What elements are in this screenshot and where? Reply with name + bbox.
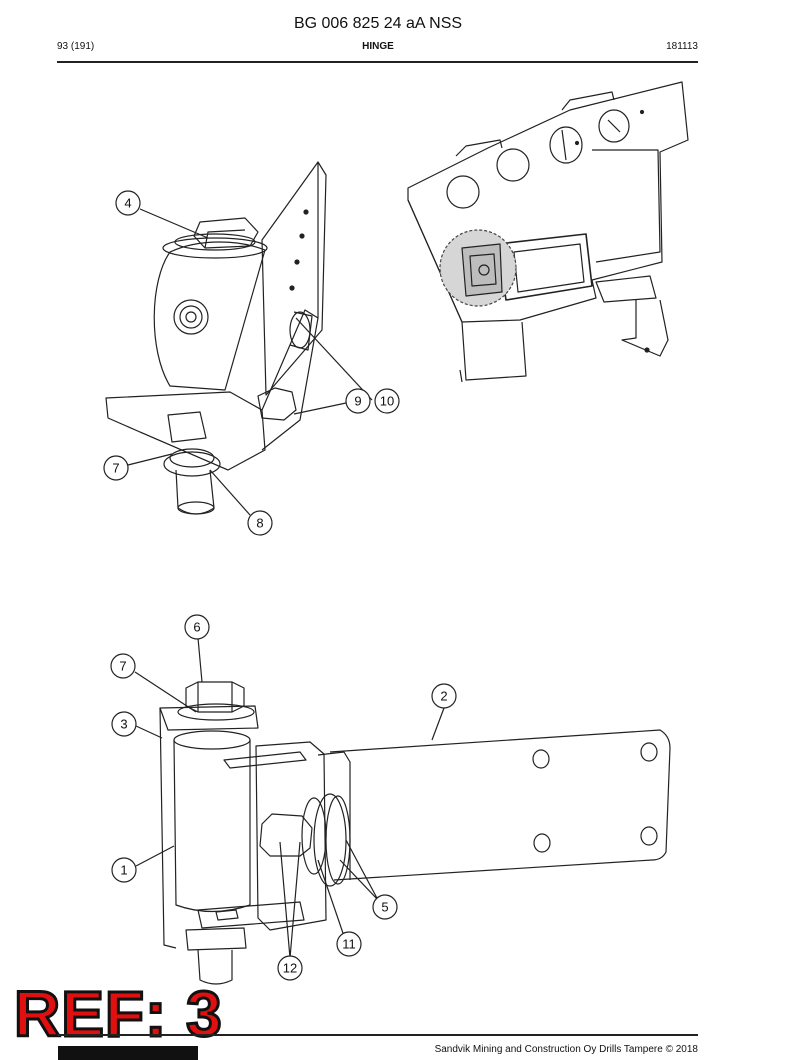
header-divider	[57, 61, 698, 63]
copyright-text: Sandvik Mining and Construction Oy Drill…	[434, 1044, 698, 1055]
footer-divider	[57, 1034, 698, 1036]
callout-label: 10	[380, 394, 394, 409]
callout-label: 6	[193, 620, 200, 635]
section-title: HINGE	[362, 41, 394, 52]
callout-label: 12	[283, 961, 297, 976]
brand-logo	[58, 1046, 198, 1060]
callout-label: 7	[119, 659, 126, 674]
callout-label: 1	[120, 863, 127, 878]
callouts-top: 4 9 10 7 8	[103, 190, 400, 536]
revision-code: 181113	[666, 41, 698, 52]
panel-view-top-right	[407, 81, 689, 383]
document-number: BG 006 825 24 aA NSS	[293, 15, 463, 32]
reference-stamp: REF: 3	[13, 978, 224, 1050]
callouts-bottom: 6 7 3 2 1 5 11 12	[110, 614, 457, 981]
callout-label: 7	[112, 461, 119, 476]
page-number: 93 (191)	[57, 41, 95, 52]
callout-label: 8	[256, 516, 263, 531]
callout-label: 3	[120, 717, 127, 732]
hinge-view-top-left	[105, 161, 327, 515]
callout-label: 11	[342, 937, 356, 952]
callout-label: 9	[354, 394, 361, 409]
hinge-view-bottom	[159, 681, 671, 985]
callout-label: 2	[440, 689, 447, 704]
callout-label: 4	[124, 196, 131, 211]
callout-label: 5	[381, 900, 388, 915]
